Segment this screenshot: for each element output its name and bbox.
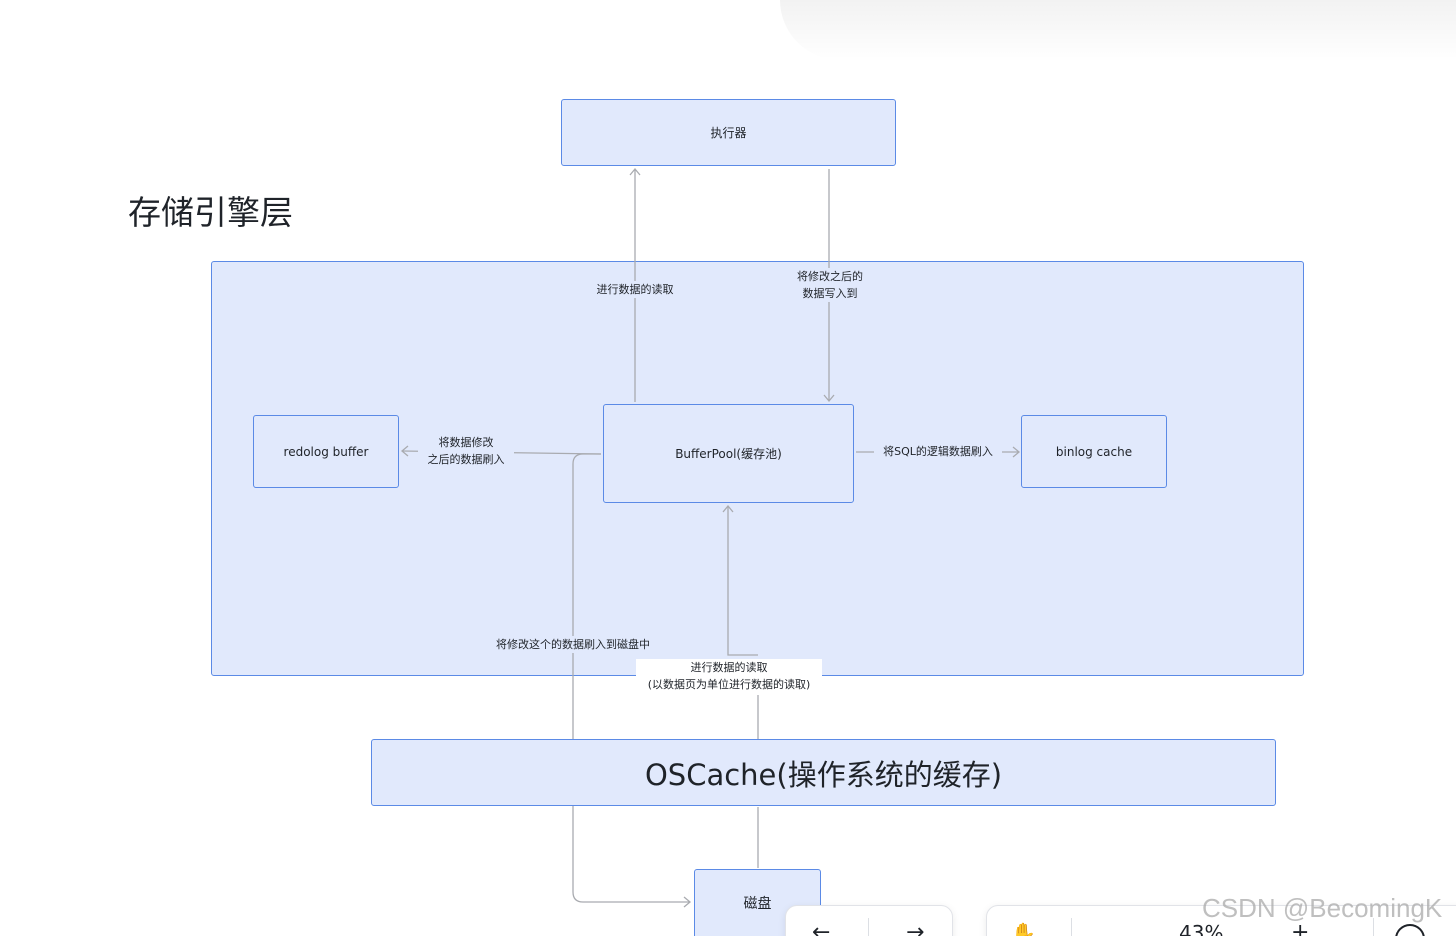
- redolog-label: redolog buffer: [283, 444, 369, 459]
- edge-label-write-line2: 数据写入到: [802, 287, 858, 300]
- executor-label: 执行器: [710, 126, 747, 140]
- binlog-cache-node[interactable]: binlog cache: [1021, 415, 1167, 488]
- binlog-label: binlog cache: [1055, 444, 1133, 459]
- edge-flush-disk: [572, 453, 690, 903]
- arrow-left-icon[interactable]: ←: [812, 920, 831, 936]
- edge-label-redo-flush: 将数据修改 之后的数据刷入: [418, 434, 514, 468]
- arrowhead-read-page: [722, 504, 734, 513]
- arrowhead-binlog-flush: [1012, 446, 1021, 458]
- edge-label-read-page: 进行数据的读取 (以数据页为单位进行数据的读取): [636, 659, 822, 693]
- layer-title: 存储引擎层: [128, 193, 293, 232]
- oscache-node[interactable]: OSCache(操作系统的缓存): [371, 739, 1276, 806]
- arrowhead-read-up: [629, 167, 641, 176]
- disk-label: 磁盘: [743, 896, 772, 912]
- edge-label-write-line1: 将修改之后的: [797, 270, 863, 283]
- bufferpool-label: BufferPool(缓存池): [675, 447, 782, 461]
- edge-label-redo-line1: 将数据修改: [438, 436, 494, 449]
- edge-label-read-page-line2: (以数据页为单位进行数据的读取): [647, 678, 811, 691]
- edge-label-binlog-flush: 将SQL的逻辑数据刷入: [874, 443, 1002, 460]
- edge-read-page: [727, 506, 759, 739]
- edge-label-write: 将修改之后的 数据写入到: [785, 268, 875, 302]
- toolbar-divider: [1071, 918, 1072, 936]
- help-icon[interactable]: [1395, 924, 1425, 936]
- arrowhead-write-down: [823, 394, 835, 403]
- arrowhead-flush-disk: [683, 896, 692, 908]
- watermark: CSDN @BecomingK: [1202, 893, 1443, 923]
- arrow-right-icon[interactable]: →: [906, 920, 925, 936]
- arrowhead-redo-flush: [400, 445, 409, 457]
- history-toolbar: ← →: [785, 905, 953, 936]
- plus-icon[interactable]: +: [1291, 920, 1310, 936]
- zoom-toolbar: ✋ 43% +: [986, 905, 1456, 936]
- executor-node[interactable]: 执行器: [561, 99, 896, 166]
- edge-label-read-page-line1: 进行数据的读取: [690, 661, 768, 674]
- hand-icon[interactable]: ✋: [1011, 921, 1036, 936]
- top-shadow: [780, 0, 1456, 60]
- zoom-level[interactable]: 43%: [1179, 921, 1224, 936]
- oscache-label: OSCache(操作系统的缓存): [644, 757, 1003, 792]
- edge-label-redo-line2: 之后的数据刷入: [427, 453, 505, 466]
- redolog-buffer-node[interactable]: redolog buffer: [253, 415, 399, 488]
- edge-label-flush-disk: 将修改这个的数据刷入到磁盘中: [485, 636, 661, 653]
- toolbar-divider: [1373, 918, 1374, 936]
- edge-label-read: 进行数据的读取: [590, 281, 680, 298]
- bufferpool-node[interactable]: BufferPool(缓存池): [603, 404, 854, 503]
- toolbar-divider: [868, 918, 869, 936]
